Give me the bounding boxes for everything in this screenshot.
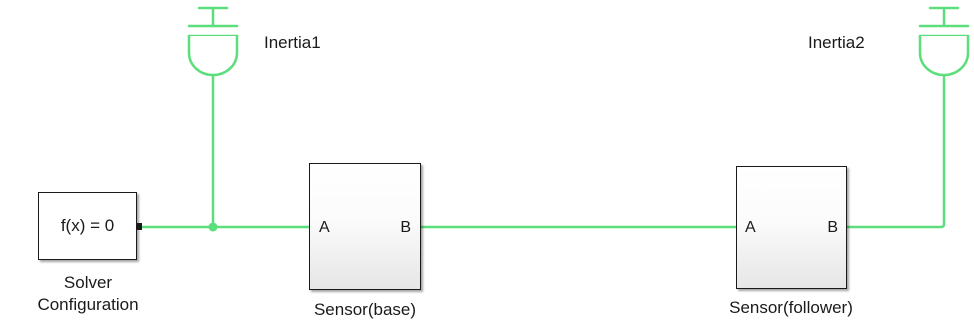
sensor-follower-port-a: A [745, 219, 756, 236]
solver-function-text: f(x) = 0 [60, 216, 115, 235]
solver-caption-line-2: Configuration [37, 295, 139, 314]
inertia2-icon[interactable] [918, 6, 970, 77]
branch-junction [208, 222, 218, 232]
sensor-base-port-b: B [400, 219, 411, 236]
sensor-base-port-a: A [319, 219, 330, 236]
solver-port[interactable] [137, 223, 142, 230]
sensor-follower-caption: Sensor(follower) [729, 298, 853, 317]
solver-configuration-block[interactable]: f(x) = 0 [38, 192, 137, 260]
sensor-base-caption: Sensor(base) [313, 300, 417, 319]
solver-caption: Solver Configuration [8, 272, 168, 316]
inertia1-label: Inertia1 [264, 33, 321, 52]
solver-caption-line-1: Solver [63, 273, 113, 292]
inertia1-icon[interactable] [187, 6, 239, 77]
sensor-follower-block[interactable]: A B [736, 166, 847, 289]
sensor-follower-port-b: B [827, 219, 838, 236]
wire-follower-to-inertia2[interactable] [845, 74, 946, 229]
sensor-base-block[interactable]: A B [309, 163, 421, 290]
inertia2-label: Inertia2 [808, 33, 865, 52]
